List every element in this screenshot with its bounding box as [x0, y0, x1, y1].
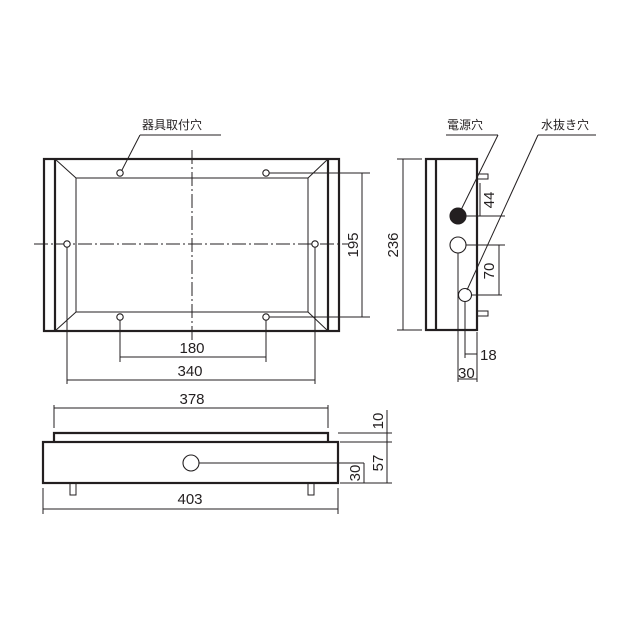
mounting-hole-icon — [262, 313, 270, 321]
power-hole-label: 電源穴 — [447, 117, 483, 132]
dim-57: 57 — [370, 455, 387, 472]
side-foot-bottom — [476, 310, 489, 317]
power-hole-icon — [449, 207, 467, 225]
mounting-hole-icon — [116, 313, 124, 321]
dim-403: 403 — [177, 491, 202, 508]
leader-line — [121, 134, 141, 171]
bevel-bl — [54, 311, 77, 332]
mounting-hole-icon — [262, 169, 270, 177]
dim-30-side: 30 — [458, 365, 475, 382]
mounting-hole-icon — [116, 169, 124, 177]
dim-236: 236 — [385, 232, 402, 257]
side-view: 236 44 70 18 30 電源穴 水抜き穴 — [385, 117, 596, 382]
dim-180: 180 — [179, 340, 204, 357]
drain-leader-line — [466, 134, 539, 291]
dim-10: 10 — [370, 413, 387, 430]
dim-18: 18 — [480, 347, 497, 364]
bottom-foot-left — [69, 482, 77, 496]
front-view: 器具取付穴 195 180 340 — [34, 117, 370, 384]
bottom-lip — [52, 431, 330, 442]
bevel-tl — [54, 158, 77, 179]
power-leader-line — [460, 134, 499, 211]
dim-378: 378 — [179, 391, 204, 408]
mounting-hole-icon — [63, 240, 71, 248]
dim-70: 70 — [481, 263, 498, 280]
side-hole-icon — [182, 454, 200, 472]
dim-44: 44 — [481, 192, 498, 209]
drain-hole-icon — [457, 287, 473, 303]
bottom-foot-right — [307, 482, 315, 496]
dim-30-bottom: 30 — [347, 465, 364, 482]
bevel-tr — [307, 158, 329, 179]
dim-195: 195 — [345, 232, 362, 257]
bevel-br — [307, 311, 329, 332]
mounting-hole-icon — [311, 240, 319, 248]
mounting-holes-label: 器具取付穴 — [142, 117, 202, 132]
bottom-view: 378 10 57 30 403 — [41, 391, 392, 514]
drain-hole-label: 水抜き穴 — [541, 117, 589, 132]
knockout-hole-icon — [449, 236, 467, 254]
dim-340: 340 — [177, 363, 202, 380]
